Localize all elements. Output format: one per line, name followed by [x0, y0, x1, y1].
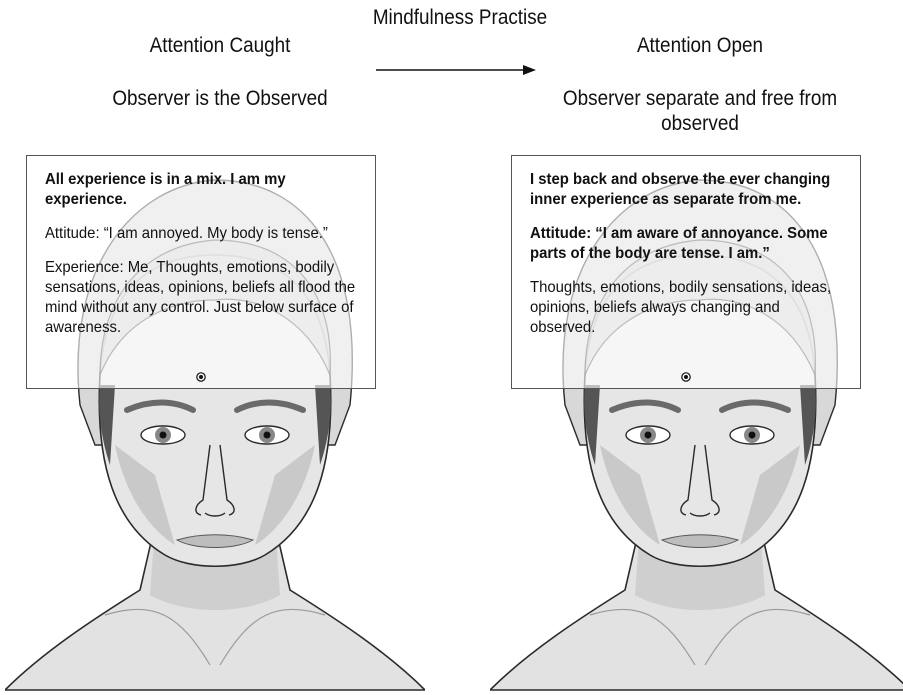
left-box-attitude: Attitude: “I am annoyed. My body is tens…	[45, 224, 355, 244]
left-box-heading: All experience is in a mix. I am my expe…	[45, 170, 355, 210]
right-experience-box: I step back and observe the ever changin…	[511, 155, 861, 389]
left-subtitle: Observer is the Observed	[76, 86, 364, 111]
right-box-attitude: Attitude: “I am aware of annoyance. Some…	[530, 224, 840, 264]
mindfulness-practise-label: Mindfulness Practise	[370, 6, 550, 30]
target-dot-icon	[681, 372, 691, 382]
left-box-experience: Experience: Me, Thoughts, emotions, bodi…	[45, 258, 355, 338]
target-dot-icon	[196, 372, 206, 382]
right-subtitle: Observer separate and free from observed	[556, 86, 844, 136]
right-box-experience: Thoughts, emotions, bodily sensations, i…	[530, 278, 840, 338]
right-arrow-icon	[376, 60, 536, 80]
right-box-heading: I step back and observe the ever changin…	[530, 170, 840, 210]
left-title: Attention Caught	[94, 33, 346, 58]
left-experience-box: All experience is in a mix. I am my expe…	[26, 155, 376, 389]
right-title: Attention Open	[574, 33, 826, 58]
